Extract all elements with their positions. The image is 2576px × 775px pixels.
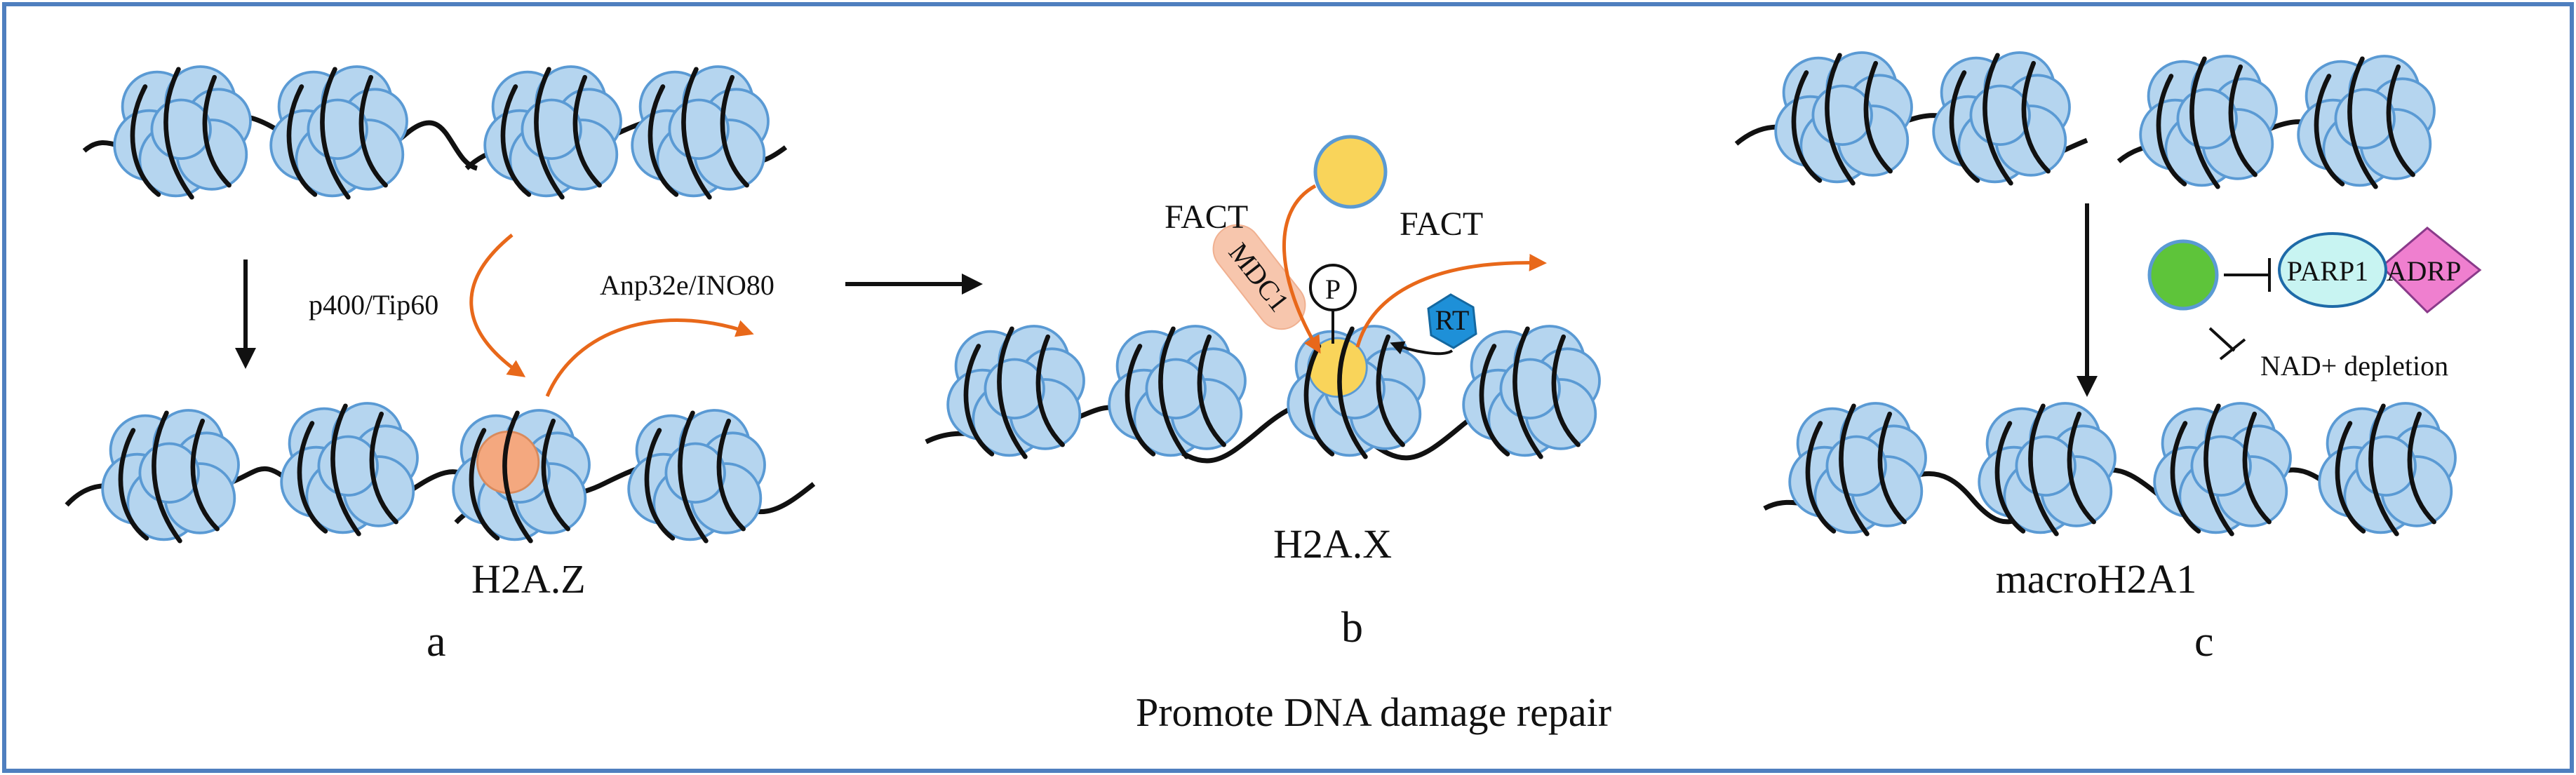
nad-inhibition-line — [2208, 327, 2236, 352]
fact-evict-arrow — [1355, 253, 1547, 348]
nucleosome — [280, 402, 419, 534]
rt-protein — [1427, 293, 1477, 349]
panel-c: PARP1 ADRP NAD+ depletion macroH2A1 c — [1734, 51, 2482, 666]
nucleosome — [946, 325, 1085, 457]
nucleosome — [2297, 55, 2436, 187]
parp1-protein — [2278, 232, 2387, 308]
nad-inhibition-bar — [2219, 338, 2246, 360]
nucleosome — [101, 409, 240, 541]
phospho-label: P — [1325, 274, 1341, 305]
rt-label: RT — [1435, 304, 1470, 336]
panel-letter-a: a — [427, 618, 446, 666]
nucleosome — [2153, 402, 2292, 534]
adrp-label: ADRP — [2387, 255, 2462, 287]
nucleosome — [1774, 51, 1913, 183]
nucleosome — [113, 65, 252, 197]
panel-b: MDC1 P RT FACT FACT H2A.X b — [925, 135, 1601, 652]
panel-a: p400/Tip60 Anp32e/INO80 H2A.Z a — [65, 65, 816, 666]
adrp-protein — [2380, 227, 2482, 314]
nucleosome — [483, 65, 622, 197]
nucleosome — [631, 65, 770, 197]
panel-letter-c: c — [2194, 618, 2214, 666]
nucleosome-h2ax — [1287, 325, 1425, 457]
variant-label-a: H2A.Z — [471, 556, 586, 602]
enzyme-in-label: p400/Tip60 — [309, 289, 438, 321]
panel-letter-b: b — [1341, 604, 1363, 652]
free-h2ax — [1313, 135, 1388, 209]
variant-label-c: macroH2A1 — [1996, 556, 2197, 602]
nucleosome — [2139, 55, 2278, 187]
fact-right-label: FACT — [1400, 205, 1483, 243]
nucleosome-h2az — [452, 409, 591, 541]
panel-a-evict-arrow — [545, 318, 754, 397]
nucleosome — [2318, 402, 2457, 534]
variant-label-b: H2A.X — [1273, 521, 1392, 567]
phospho-circle — [1309, 264, 1357, 311]
nucleosome — [1788, 402, 1927, 534]
rt-arrow — [1390, 341, 1454, 356]
nucleosome — [1462, 325, 1601, 457]
green-ligand — [2147, 239, 2219, 311]
parp1-label: PARP1 — [2287, 255, 2368, 287]
enzyme-out-label: Anp32e/INO80 — [600, 269, 774, 301]
figure-caption: Promote DNA damage repair — [1136, 689, 1611, 735]
nucleosome — [1108, 325, 1247, 457]
nad-label: NAD+ depletion — [2260, 350, 2448, 382]
fact-left-label: FACT — [1165, 198, 1248, 236]
fact-insert-arrow — [1282, 184, 1321, 354]
panel-a-insert-arrow — [469, 234, 526, 377]
nucleosome — [1978, 402, 2117, 534]
nucleosome — [627, 409, 766, 541]
nucleosome — [1932, 51, 2071, 183]
nucleosome — [269, 65, 408, 197]
